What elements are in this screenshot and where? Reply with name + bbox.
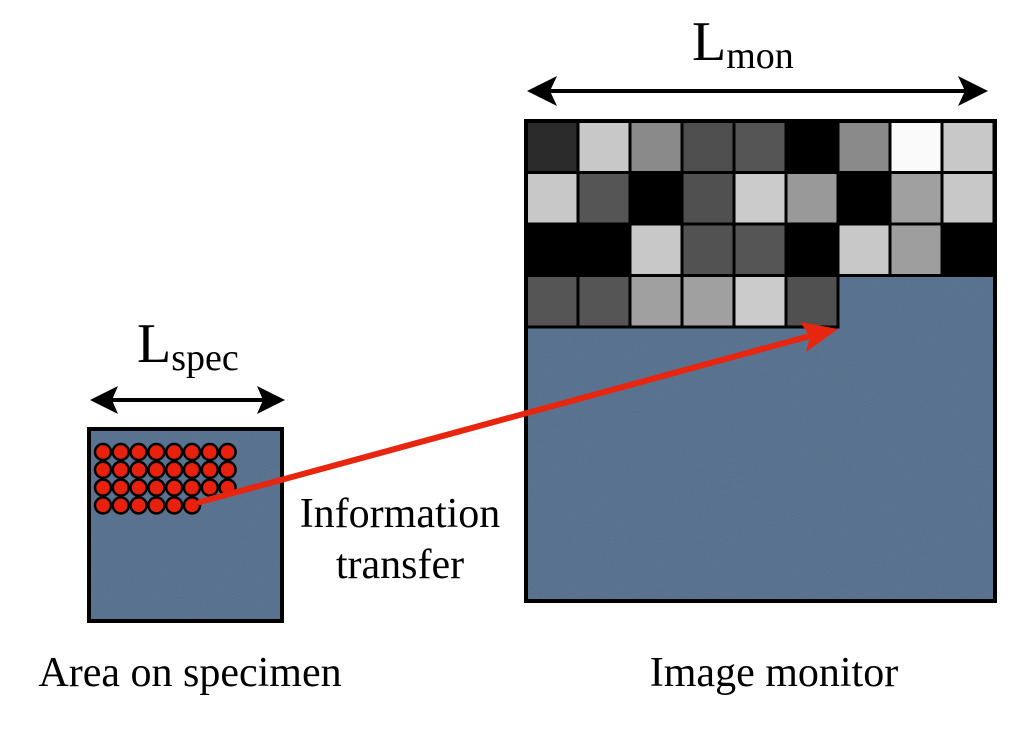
monitor-width-symbol: L <box>692 11 726 73</box>
probe-spot <box>129 442 148 462</box>
transfer-label-line2: transfer <box>336 542 464 588</box>
monitor-pixel <box>576 119 632 174</box>
monitor-pixel <box>680 274 736 329</box>
probe-spot <box>147 478 166 497</box>
probe-spot <box>200 460 220 480</box>
probe-spot <box>111 496 131 515</box>
probe-spot <box>200 478 220 497</box>
monitor-pixel <box>836 119 892 174</box>
monitor-pixel <box>628 222 684 277</box>
specimen-width-symbol: L <box>137 313 171 375</box>
monitor-pixel <box>680 222 736 277</box>
probe-spot <box>164 496 184 515</box>
monitor-pixel <box>940 171 996 226</box>
probe-spot <box>164 442 184 462</box>
probe-spot <box>182 442 202 462</box>
probe-spot <box>164 460 184 480</box>
monitor-width-label: Lmon <box>692 11 794 77</box>
probe-spot <box>111 460 131 480</box>
probe-spot <box>182 460 202 480</box>
monitor-pixel <box>732 222 788 277</box>
probe-spot <box>147 442 166 462</box>
probe-spot <box>93 478 113 497</box>
probe-spot <box>129 460 148 480</box>
monitor-pixel <box>888 171 944 226</box>
monitor-pixel <box>680 119 736 174</box>
probe-spot <box>147 496 166 515</box>
monitor-pixel <box>732 119 788 174</box>
probe-spot <box>93 460 113 480</box>
specimen-frame <box>87 427 284 623</box>
probe-spot <box>111 478 131 497</box>
probe-spot <box>129 478 148 497</box>
probe-spot-grid <box>93 442 237 515</box>
monitor-frame <box>524 119 997 603</box>
transfer-label-line1: Information <box>300 491 501 537</box>
monitor-pixel <box>836 222 892 277</box>
specimen-area <box>87 427 284 623</box>
monitor-pixel <box>576 222 632 277</box>
probe-spot <box>182 496 202 515</box>
probe-spot <box>93 442 113 462</box>
probe-spot <box>218 460 237 480</box>
probe-spot <box>147 460 166 480</box>
probe-spot <box>93 496 113 515</box>
monitor-pixel <box>836 171 892 226</box>
monitor-pixel <box>576 274 632 329</box>
monitor-pixel <box>576 171 632 226</box>
monitor-pixel <box>628 119 684 174</box>
monitor-pixel <box>732 274 788 329</box>
monitor-pixel <box>524 274 580 329</box>
monitor-width-arrow <box>527 76 988 106</box>
monitor-pixel <box>784 222 840 277</box>
information-transfer-arrow <box>197 322 838 505</box>
specimen-width-arrow <box>90 386 285 414</box>
specimen-caption: Area on specimen <box>38 650 341 696</box>
probe-spot <box>111 442 131 462</box>
monitor-pixel <box>524 222 580 277</box>
probe-spot <box>129 496 148 515</box>
monitor-pixel <box>524 119 580 174</box>
monitor-pixel <box>784 119 840 174</box>
monitor-pixel <box>888 222 944 277</box>
monitor-pixel <box>732 171 788 226</box>
monitor-pixel <box>940 119 996 174</box>
monitor-pixel <box>628 274 684 329</box>
specimen-width-subscript: spec <box>171 337 239 379</box>
probe-spot <box>182 478 202 497</box>
probe-spot <box>164 478 184 497</box>
monitor-pixel <box>784 171 840 226</box>
monitor-pixel <box>784 274 840 329</box>
monitor-pixel <box>628 171 684 226</box>
probe-spot <box>218 442 237 462</box>
monitor-pixel <box>524 171 580 226</box>
probe-spot <box>200 442 220 462</box>
monitor-pixel <box>940 222 996 277</box>
monitor-caption: Image monitor <box>650 650 898 696</box>
image-monitor <box>524 119 997 603</box>
monitor-pixel <box>888 119 944 174</box>
monitor-pixel <box>680 171 736 226</box>
specimen-width-label: Lspec <box>137 313 239 379</box>
monitor-width-subscript: mon <box>726 35 794 77</box>
